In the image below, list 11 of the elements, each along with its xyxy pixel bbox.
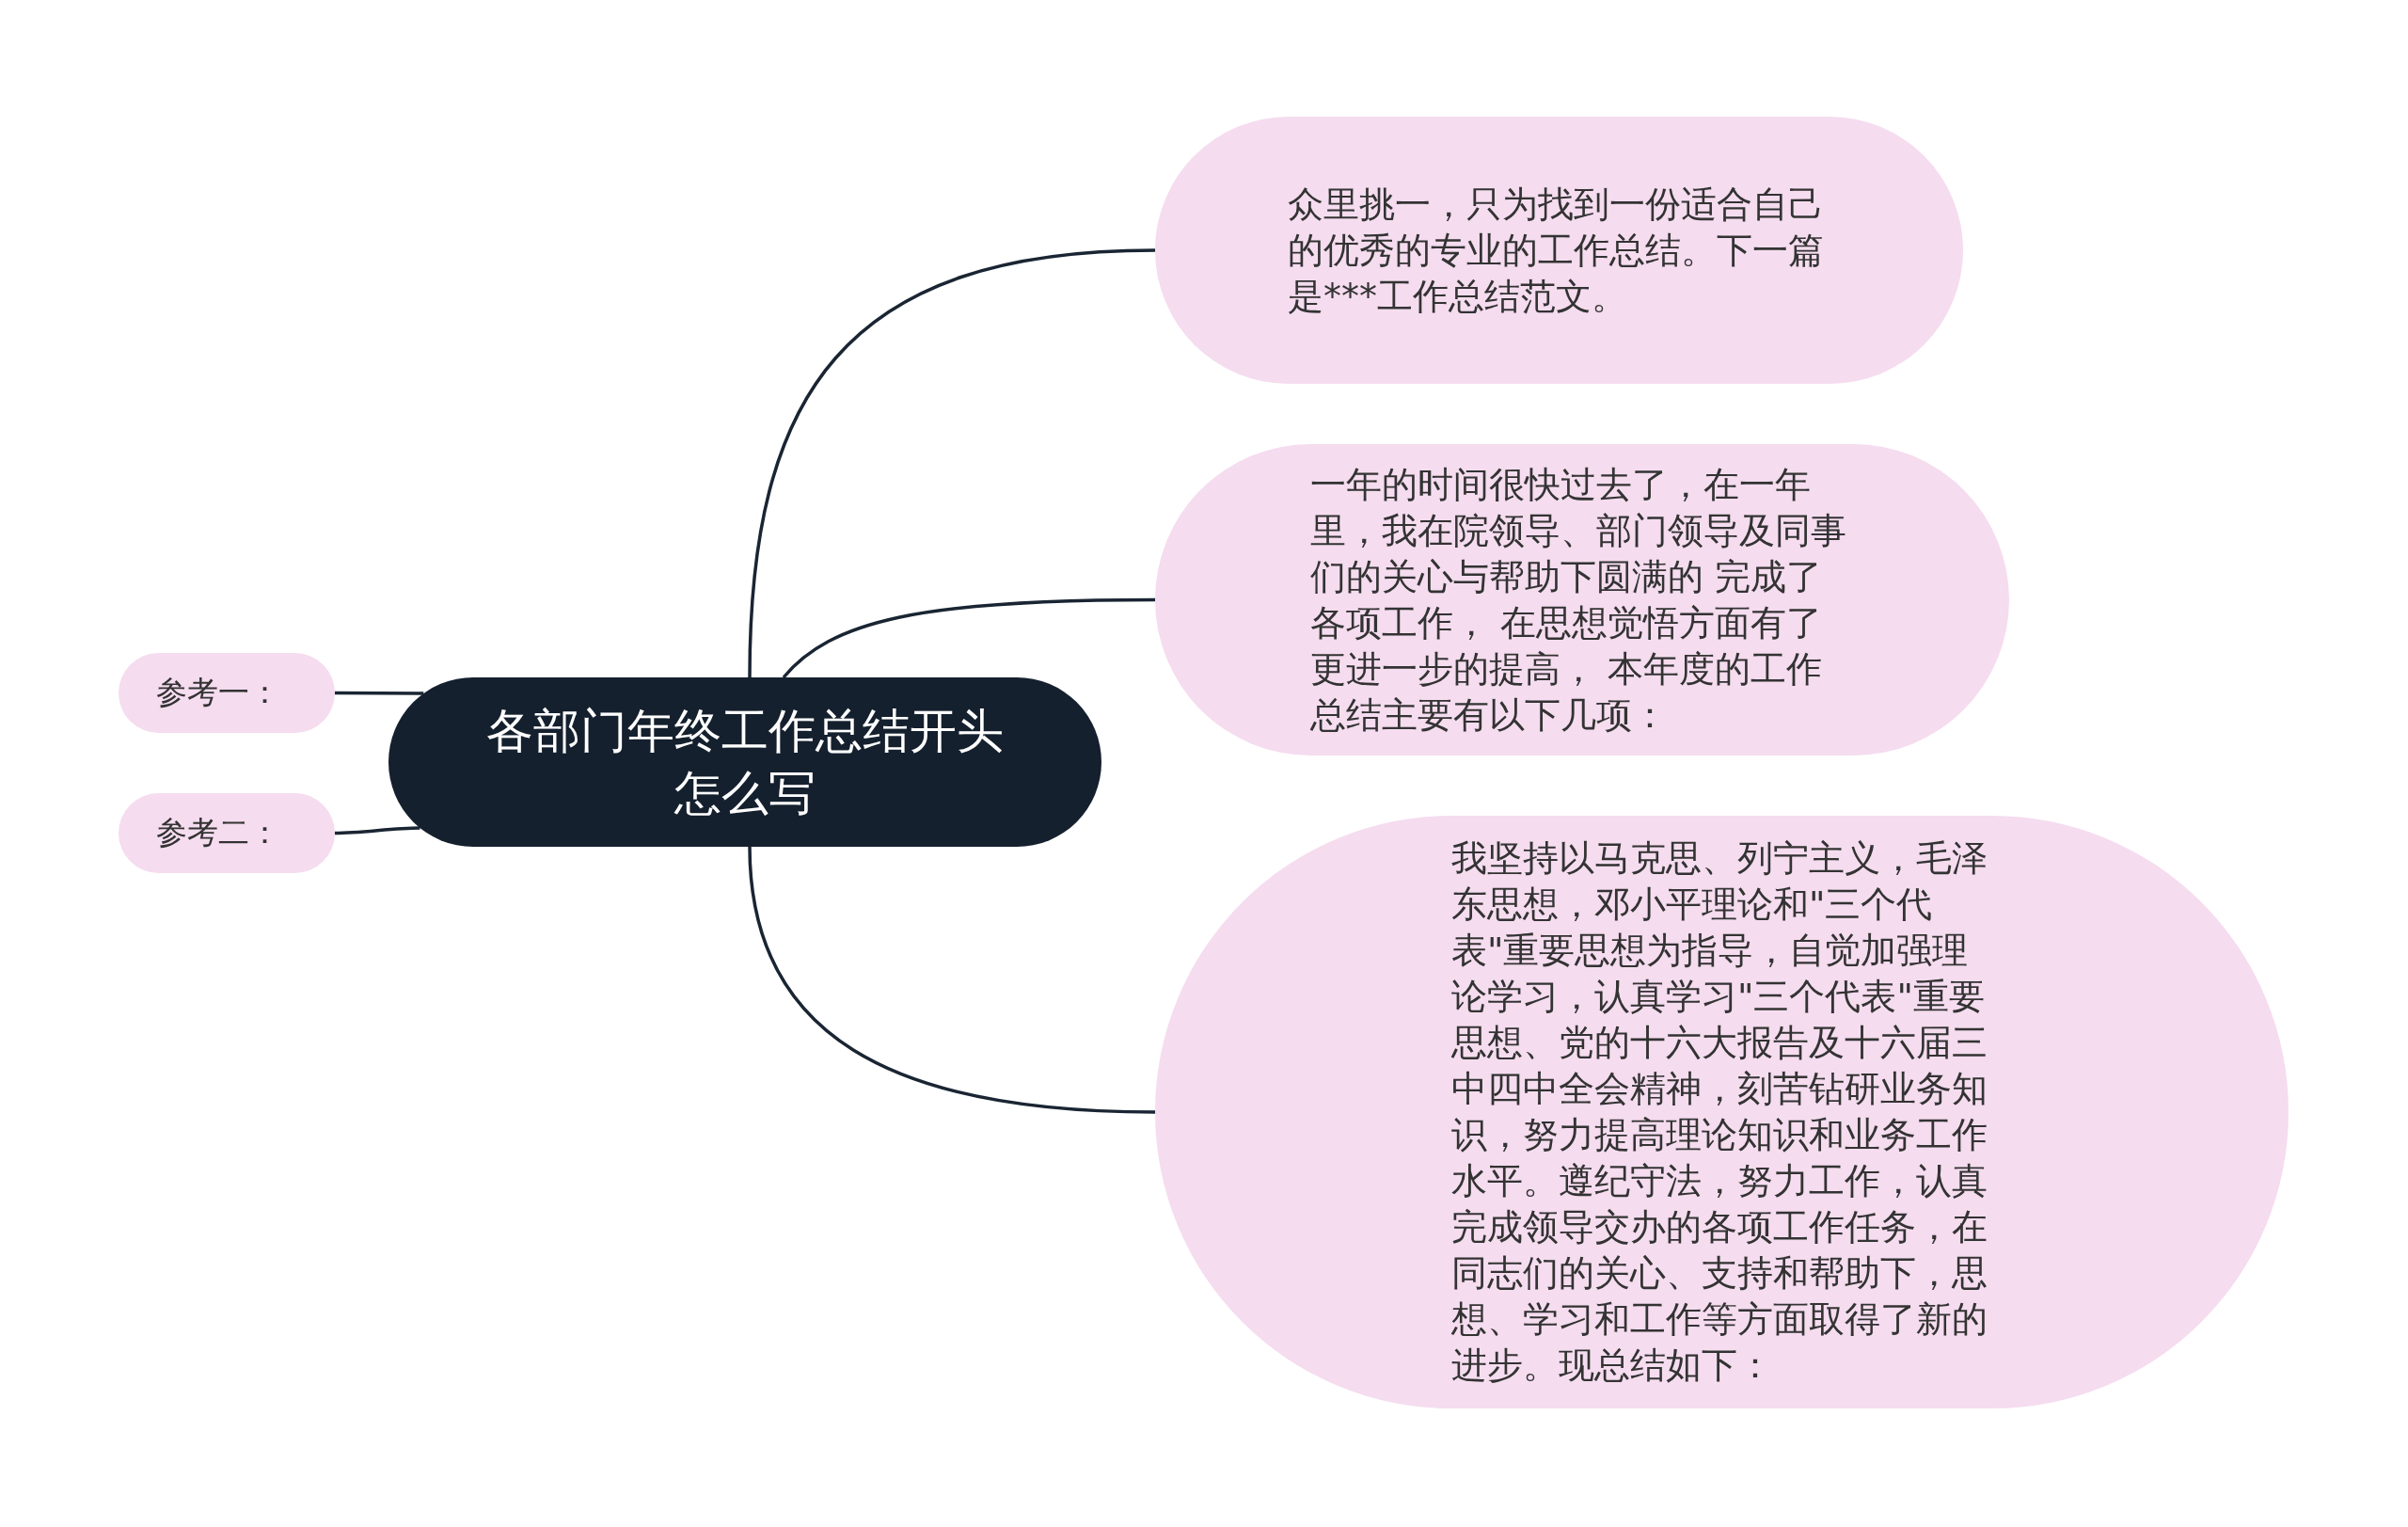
topic-bubble: 众里挑一，只为找到一份适合自己的优秀的专业的工作总结。下一篇是***工作总结范文。 [1155, 117, 1963, 384]
connector-line [782, 597, 1155, 679]
connector-line [748, 846, 1156, 1114]
reference-bubble: 参考一： [119, 653, 335, 733]
central-topic: 各部门年终工作总结开头怎么写 [388, 677, 1101, 847]
connector-line [335, 691, 424, 695]
topic-bubble: 我坚持以马克思、列宁主义，毛泽东思想，邓小平理论和"三个代表"重要思想为指导，自觉加强理论学习，认真学习"三个代表"重要思想、党的十六大报告及十六届三中四中全会精神，刻苦钻研业务知识，努力提高理论知识和业务工作水平。遵纪守法，努力工作，认真完成领导交办的各项工作任务，在同志们的关心、支持和帮助下，思想、学习和工作等方面取得了新的进步。现总结如下： [1155, 816, 2289, 1408]
topic-bubble: 一年的时间很快过去了，在一年里，我在院领导、部门领导及同事们的关心与帮助下圆满的 完成了各项工作， 在思想觉悟方面有了更进一步的提高， 本年度的工作总结主要有以下几项： [1155, 444, 2009, 756]
connector-line [334, 826, 420, 835]
connector-line [748, 248, 1156, 678]
reference-bubble: 参考二： [119, 793, 335, 873]
